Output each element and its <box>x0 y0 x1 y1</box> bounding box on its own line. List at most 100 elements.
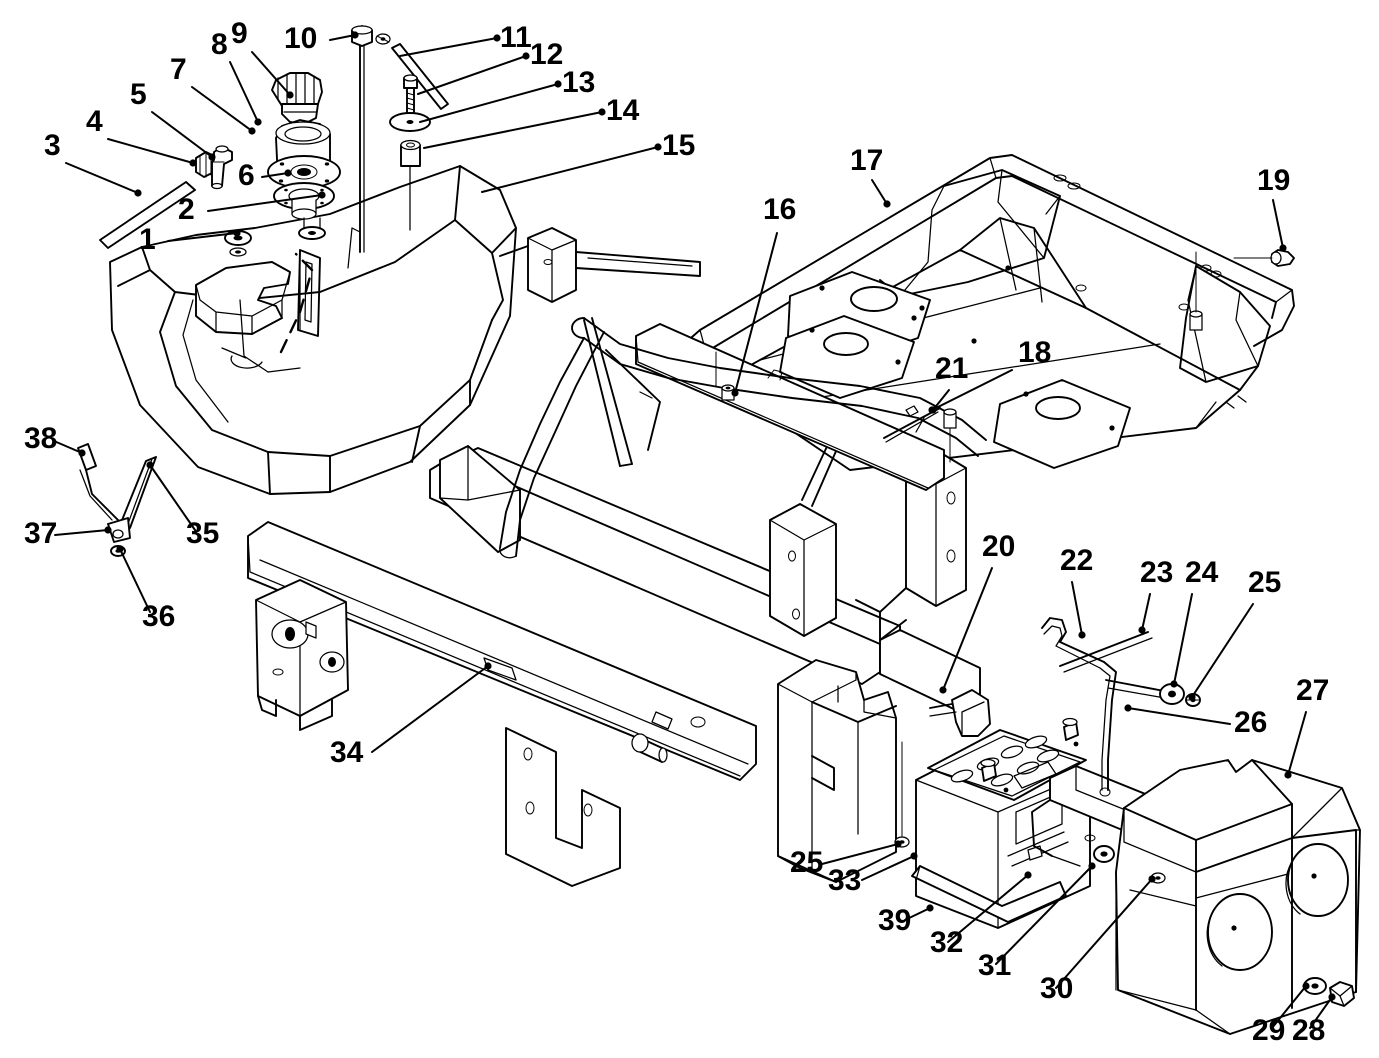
callout-number-label: 8 <box>211 28 228 61</box>
callout-pointer-dot <box>910 852 918 860</box>
callout-leader-line <box>1272 199 1284 249</box>
callout-22: 22 <box>1060 544 1093 639</box>
callout-number-label: 27 <box>1296 674 1329 707</box>
callout-leader-line <box>371 665 489 753</box>
callout-number-label: 39 <box>878 904 911 937</box>
callout-leader-line <box>229 61 259 123</box>
callout-number-label: 11 <box>500 21 532 54</box>
battery-part-33 <box>915 689 1091 929</box>
callout-16: 16 <box>731 193 796 397</box>
callout-leader-line <box>65 162 139 194</box>
callout-leader-line <box>399 37 498 57</box>
callout-pointer-dot <box>1024 871 1032 879</box>
callout-pointer-dot <box>731 389 739 397</box>
callout-29: 29 <box>1252 982 1310 1047</box>
callout-number-label: 34 <box>330 736 364 769</box>
elbow-fitting-part-5 <box>211 145 233 190</box>
callout-number-label: 25 <box>1248 566 1281 599</box>
callout-pointer-dot <box>233 229 241 237</box>
callout-number-label: 6 <box>238 159 255 192</box>
battery-hold-down-rod-part-22 <box>1041 617 1117 797</box>
callout-leader-line <box>1191 603 1254 698</box>
callout-leader-line <box>947 874 1029 943</box>
callout-pointer-dot <box>1078 631 1086 639</box>
callout-leader-line <box>931 369 1013 411</box>
callout-leader-line <box>151 111 213 158</box>
callout-21: 21 <box>929 352 968 414</box>
callout-leader-line <box>167 232 238 242</box>
callout-number-label: 21 <box>935 352 968 385</box>
callout-pointer-dot <box>484 662 492 670</box>
callout-30: 30 <box>1040 875 1156 1005</box>
callout-number-label: 1 <box>139 223 156 256</box>
callout-leader-line <box>932 389 950 411</box>
callout-number-label: 33 <box>828 864 861 897</box>
callout-number-label: 26 <box>1234 706 1267 739</box>
callout-leader-line <box>995 865 1093 965</box>
callout-31: 31 <box>978 862 1096 982</box>
callout-leader-line <box>423 111 603 149</box>
battery-shield-part-20 <box>777 659 897 883</box>
callout-pointer-dot <box>1279 244 1287 252</box>
callout-28: 28 <box>1292 993 1336 1047</box>
callout-leader-line <box>1173 593 1193 685</box>
callout-3: 3 <box>44 129 142 197</box>
callout-number-label: 13 <box>562 66 595 99</box>
callout-leader-line <box>1071 581 1083 636</box>
callout-11: 11 <box>399 21 532 57</box>
callout-pointer-dot <box>286 91 294 99</box>
vent-tube-part-11 <box>391 43 449 110</box>
battery-tray-part-39 <box>911 865 1067 923</box>
callout-7: 7 <box>170 53 256 135</box>
callout-number-label: 38 <box>24 422 57 455</box>
callout-25: 25 <box>790 840 902 879</box>
callout-number-label: 15 <box>662 129 695 162</box>
callout-pointer-dot <box>939 686 947 694</box>
callout-37: 37 <box>24 517 112 550</box>
callout-number-label: 32 <box>930 926 963 959</box>
callout-leader-line <box>329 34 356 41</box>
callout-5: 5 <box>130 78 216 161</box>
callout-pointer-dot <box>116 545 124 553</box>
callout-leader-line <box>821 843 899 865</box>
callout-pointer-dot <box>598 108 606 116</box>
callout-8: 8 <box>211 28 262 126</box>
callout-pointer-dot <box>554 80 562 88</box>
callout-number-label: 7 <box>170 53 187 86</box>
callout-leader-line <box>207 194 323 212</box>
frame-bent-tube <box>499 317 987 559</box>
callout-17: 17 <box>850 144 891 208</box>
callout-pointer-dot <box>894 840 902 848</box>
callout-1: 1 <box>139 223 241 256</box>
callout-32: 32 <box>930 871 1032 959</box>
fuel-hose-part-3 <box>99 181 196 249</box>
callout-leader-line <box>904 907 931 921</box>
callout-pointer-dot <box>1328 993 1336 1001</box>
callout-leader-line <box>54 529 109 536</box>
callout-12: 12 <box>417 38 563 95</box>
callout-leader-line <box>107 138 194 164</box>
callout-leader-line <box>871 179 888 205</box>
callout-leader-line <box>1287 711 1307 776</box>
callout-leader-line <box>251 51 291 96</box>
bolt-part-12 <box>403 74 418 119</box>
callout-leader-line <box>861 855 915 881</box>
callout-34: 34 <box>330 662 492 769</box>
callout-number-label: 28 <box>1292 1014 1325 1047</box>
callout-number-label: 23 <box>1140 556 1173 589</box>
callout-26: 26 <box>1124 704 1267 739</box>
callout-number-label: 22 <box>1060 544 1093 577</box>
callout-pointer-dot <box>284 169 292 177</box>
callout-19: 19 <box>1257 164 1290 252</box>
callout-pointer-dot <box>1088 862 1096 870</box>
callout-pointer-dot <box>1138 626 1146 634</box>
callout-24: 24 <box>1170 556 1219 688</box>
callout-leader-line <box>734 232 778 394</box>
callout-number-label: 4 <box>86 105 103 138</box>
callout-leader-line <box>191 86 253 132</box>
callout-pointer-dot <box>248 127 256 135</box>
callout-15: 15 <box>481 129 695 193</box>
callout-27: 27 <box>1284 674 1329 779</box>
